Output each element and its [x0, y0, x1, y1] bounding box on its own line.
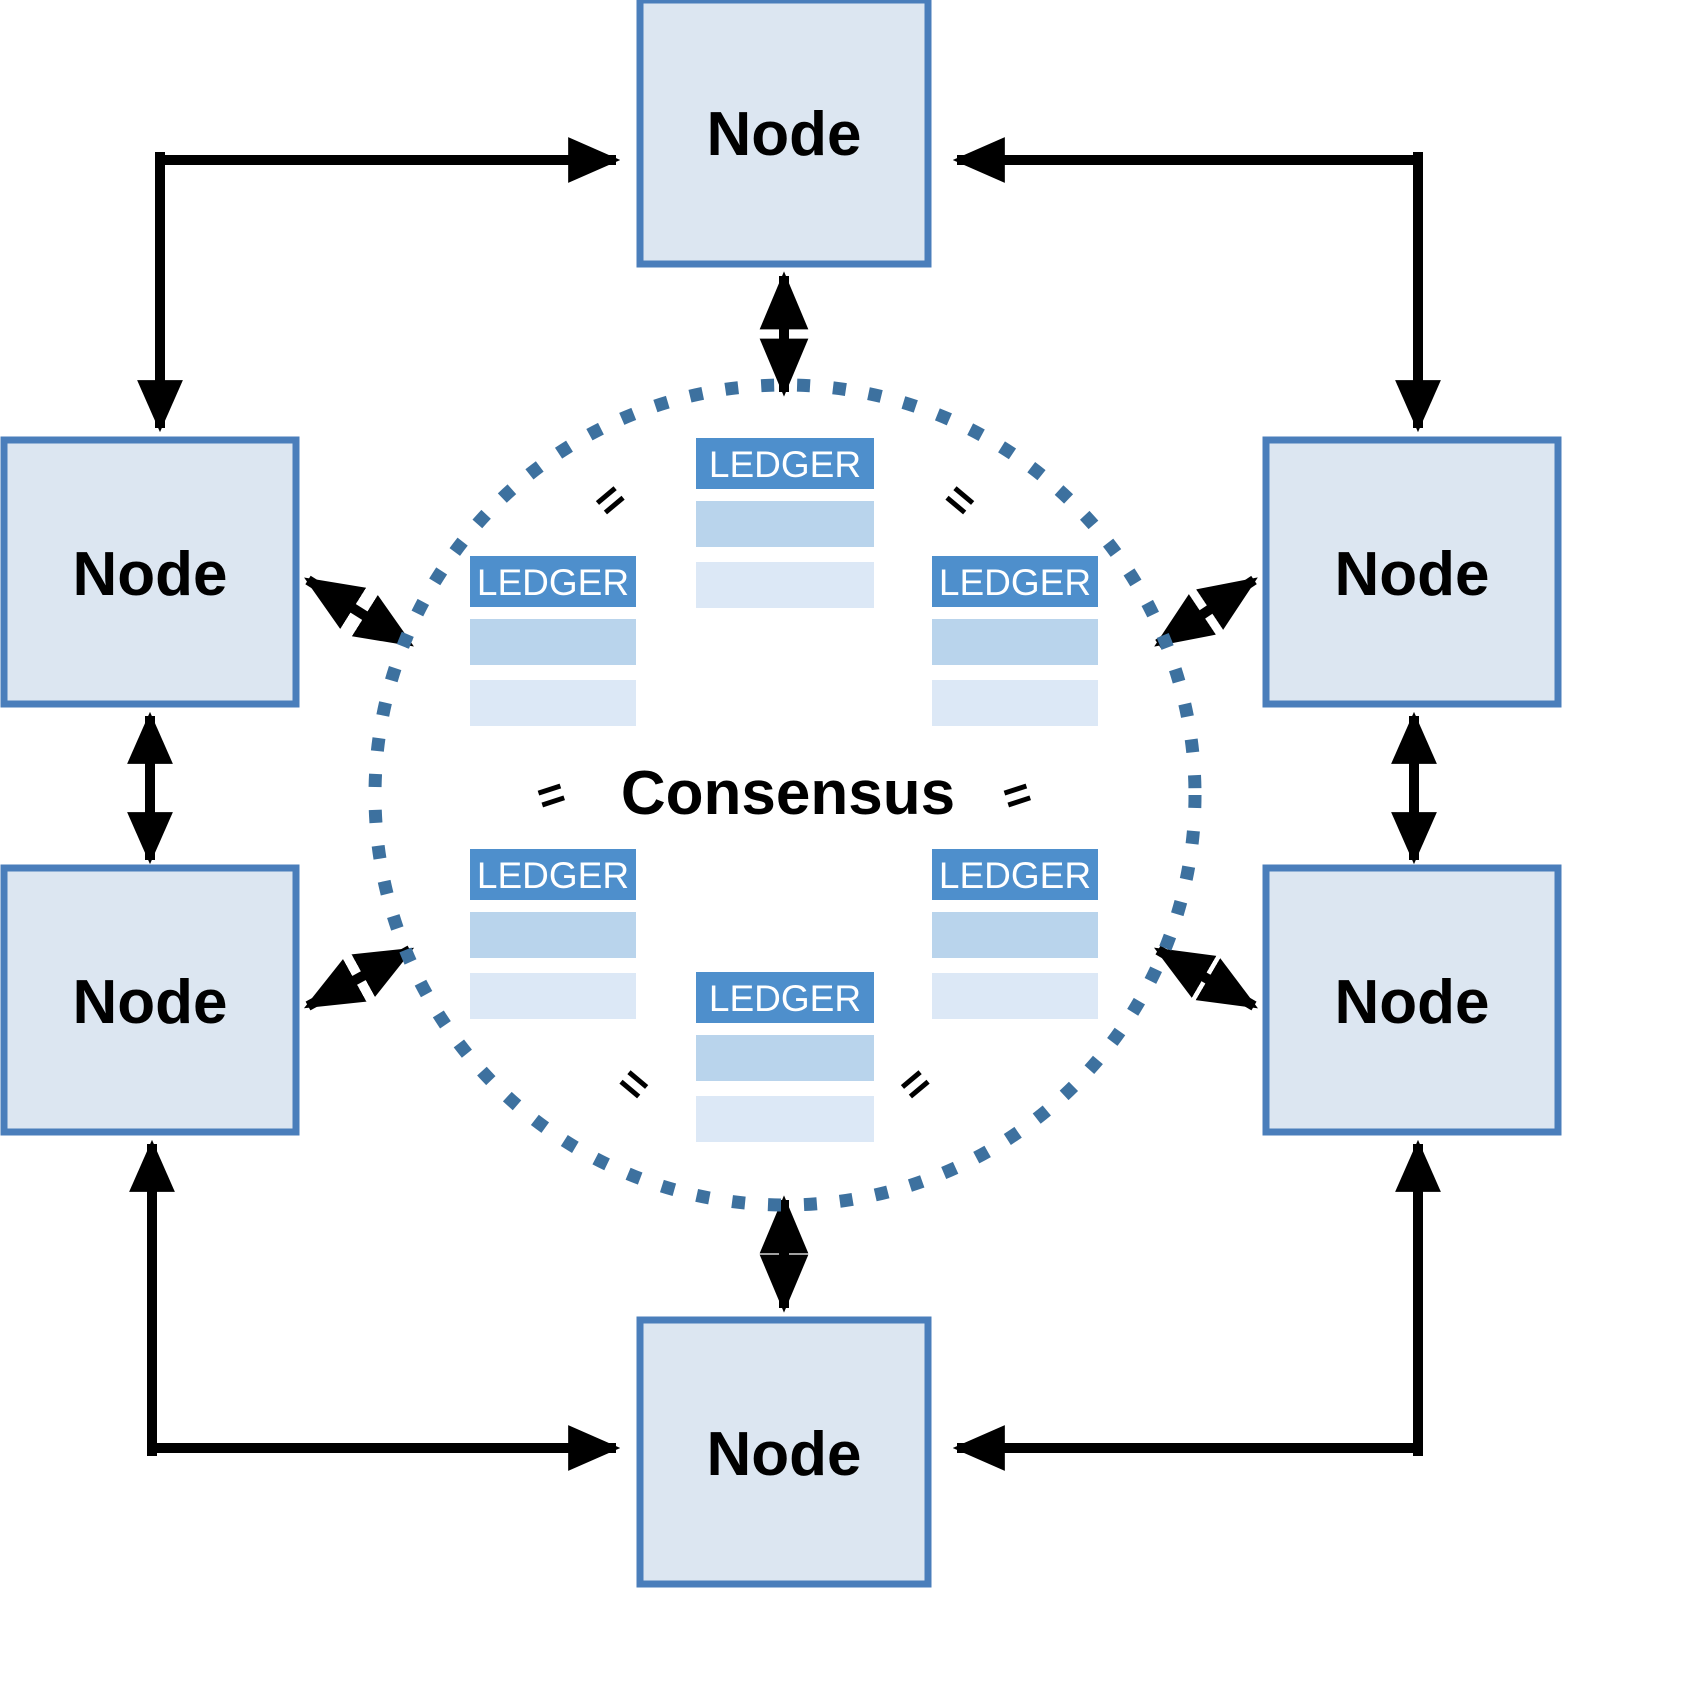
ledger-left-upper-header — [470, 556, 636, 607]
node-top-label: Node — [707, 100, 862, 169]
ledger-top-header — [696, 438, 874, 489]
ledger-left-upper-row-1 — [470, 619, 636, 665]
ledger-right-lower-header — [932, 849, 1098, 900]
node-top-box[interactable] — [636, 0, 932, 268]
ledger-right-lower-row-1 — [932, 912, 1098, 958]
node-right-lower-box[interactable] — [1262, 864, 1562, 1136]
connector-spoke-left-upper — [304, 575, 414, 649]
node-left-upper-label: Node — [73, 540, 228, 609]
ledger-bottom[interactable]: LEDGER — [696, 972, 874, 1142]
node-bottom[interactable]: Node — [636, 1316, 932, 1588]
equals-mark-top-left: = — [583, 471, 637, 528]
ledger-top-row-2 — [696, 562, 874, 608]
ledger-right-upper-row-2 — [932, 680, 1098, 726]
ledger-top-label: LEDGER — [709, 444, 861, 485]
node-left-upper-box[interactable] — [0, 436, 300, 708]
ledger-top[interactable]: LEDGER — [696, 438, 874, 608]
node-left-lower-box[interactable] — [0, 864, 300, 1136]
consensus-label: Consensus — [621, 759, 955, 828]
equals-mark-mid-left: = — [530, 766, 572, 824]
ledger-left-upper[interactable]: LEDGER — [470, 556, 636, 726]
equals-mark-bottom-right: = — [888, 1055, 942, 1112]
ledger-right-lower-label: LEDGER — [939, 855, 1091, 896]
node-right-lower[interactable]: Node — [1262, 864, 1562, 1136]
ledger-bottom-header — [696, 972, 874, 1023]
node-bottom-label: Node — [707, 1420, 862, 1489]
ledger-right-lower-row-2 — [932, 973, 1098, 1019]
connector-spoke-right-upper — [1154, 575, 1258, 649]
ledger-right-upper-row-1 — [932, 619, 1098, 665]
ledger-bottom-row-2 — [696, 1096, 874, 1142]
ledger-right-upper[interactable]: LEDGER — [932, 556, 1098, 726]
node-left-lower-label: Node — [73, 968, 228, 1037]
node-top[interactable]: Node — [636, 0, 932, 268]
ledger-top-row-1 — [696, 501, 874, 547]
node-right-lower-label: Node — [1335, 968, 1490, 1037]
node-right-upper-box[interactable] — [1262, 436, 1562, 708]
ledger-left-lower-row-2 — [470, 973, 636, 1019]
ledger-left-lower-label: LEDGER — [477, 855, 629, 896]
ledger-bottom-label: LEDGER — [709, 978, 861, 1019]
ledger-left-upper-label: LEDGER — [477, 562, 629, 603]
ledger-left-lower-header — [470, 849, 636, 900]
ledger-right-lower[interactable]: LEDGER — [932, 849, 1098, 1019]
node-left-upper[interactable]: Node — [0, 436, 300, 708]
equals-mark-bottom-left: = — [607, 1055, 661, 1112]
ledger-right-upper-header — [932, 556, 1098, 607]
ledger-bottom-row-1 — [696, 1035, 874, 1081]
equals-mark-top-right: = — [933, 471, 987, 528]
ledger-right-upper-label: LEDGER — [939, 562, 1091, 603]
consensus-boundary-circle — [368, 378, 1202, 1212]
connector-spoke-right-lower — [1153, 945, 1259, 1011]
node-right-upper-label: Node — [1335, 540, 1490, 609]
equals-mark-mid-right: = — [996, 766, 1038, 824]
connector-spoke-left-lower — [303, 945, 415, 1011]
node-left-lower[interactable]: Node — [0, 864, 300, 1136]
ledger-left-lower[interactable]: LEDGER — [470, 849, 636, 1019]
node-right-upper[interactable]: Node — [1262, 436, 1562, 708]
ledger-left-upper-row-2 — [470, 680, 636, 726]
ledger-left-lower-row-1 — [470, 912, 636, 958]
node-bottom-box[interactable] — [636, 1316, 932, 1588]
